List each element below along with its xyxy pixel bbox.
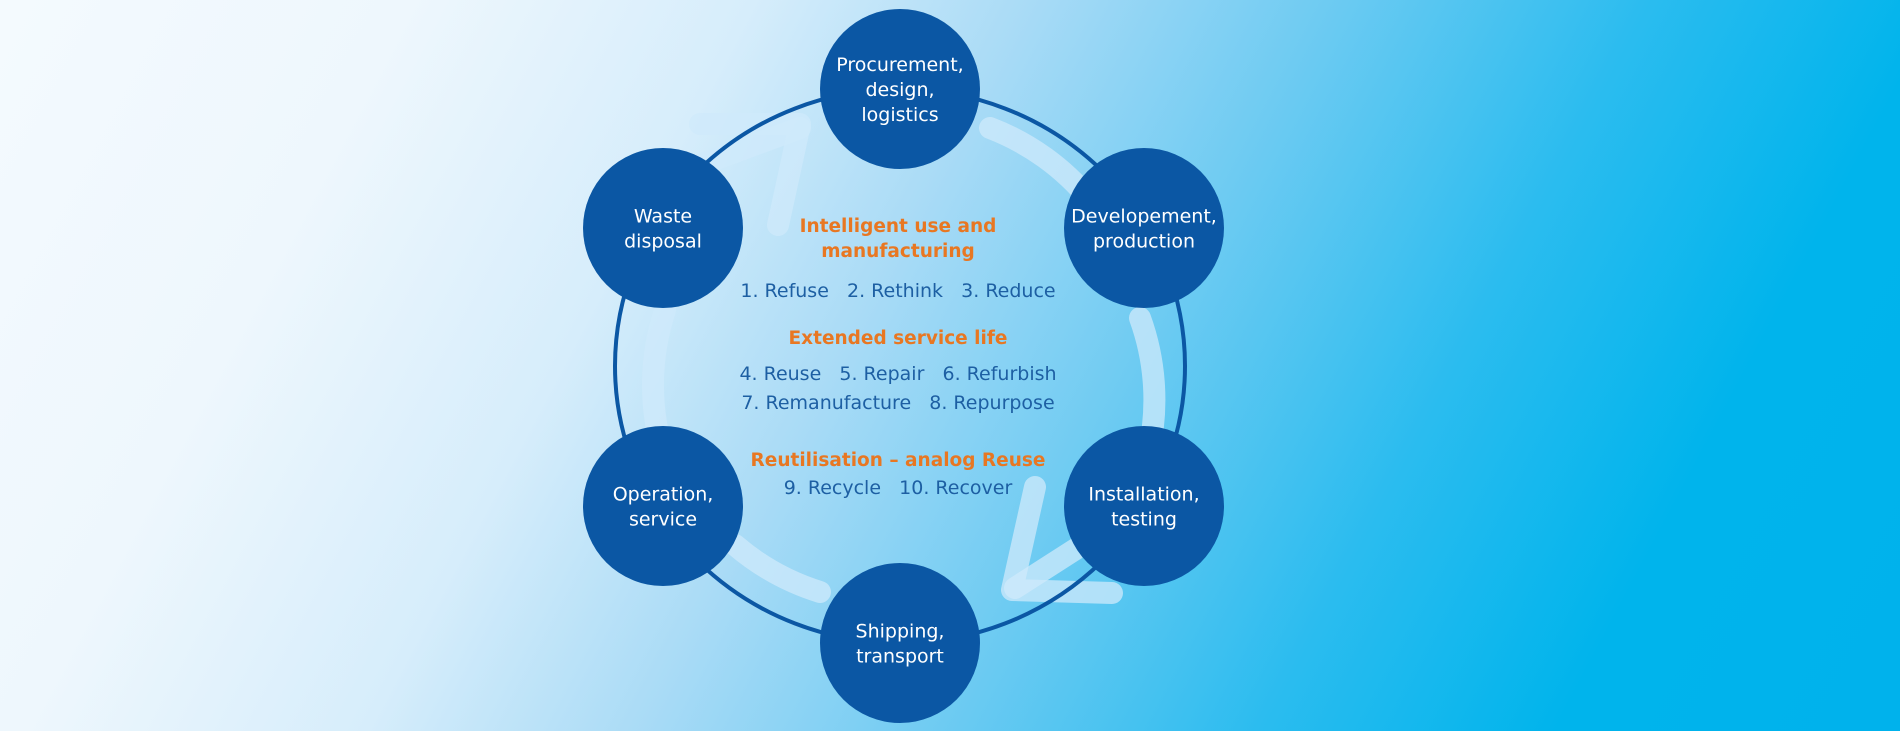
node-label: Developement,: [1071, 206, 1217, 228]
node-label: Waste: [634, 206, 692, 228]
cycle-node-installation: Installation, testing: [1064, 426, 1224, 586]
cycle-node-waste: Waste disposal: [583, 148, 743, 308]
section-items: 9. Recycle 10. Recover: [784, 477, 1013, 499]
node-label: disposal: [624, 231, 702, 253]
node-circle: [820, 9, 980, 169]
center-section-1: Intelligent use and manufacturing 1. Refus…: [740, 216, 1055, 302]
node-label: logistics: [861, 104, 938, 126]
arrow-head-upper-left-icon: [689, 113, 811, 236]
section-heading: Reutilisation – analog Reuse: [751, 450, 1046, 471]
center-text: Intelligent use and manufacturing 1. Refus…: [739, 216, 1056, 499]
center-section-2: Extended service life 4. Reuse 5. Repair …: [739, 328, 1056, 414]
node-label: testing: [1111, 509, 1177, 531]
center-section-3: Reutilisation – analog Reuse 9. Recycle 1…: [751, 450, 1046, 499]
node-circle: [1064, 426, 1224, 586]
arrow-head-lower-right-icon: [1004, 534, 1093, 599]
arrow-band-lower-left: [724, 534, 831, 603]
node-label: design,: [865, 79, 934, 101]
node-circle: [1064, 148, 1224, 308]
cycle-node-operation: Operation, service: [583, 426, 743, 586]
cycle-node-procurement: Procurement, design, logistics: [820, 9, 980, 169]
section-items: 1. Refuse 2. Rethink 3. Reduce: [740, 280, 1055, 302]
cycle-node-shipping: Shipping, transport: [820, 563, 980, 723]
section-heading: Intelligent use and: [800, 216, 997, 237]
node-label: Operation,: [613, 484, 714, 506]
section-heading: manufacturing: [821, 241, 975, 262]
section-heading: Extended service life: [789, 328, 1008, 349]
node-label: Procurement,: [836, 54, 963, 76]
cycle-nodes: Procurement, design, logisticsDevelopement…: [583, 9, 1224, 723]
node-label: transport: [856, 646, 944, 668]
node-circle: [583, 148, 743, 308]
node-circle: [583, 426, 743, 586]
node-label: Shipping,: [856, 621, 945, 643]
node-circle: [820, 563, 980, 723]
node-label: Installation,: [1088, 484, 1199, 506]
cycle-node-development: Developement, production: [1064, 148, 1224, 308]
node-label: service: [629, 509, 697, 531]
section-items: 7. Remanufacture 8. Repurpose: [741, 392, 1054, 414]
node-label: production: [1093, 231, 1195, 253]
section-items: 4. Reuse 5. Repair 6. Refurbish: [739, 363, 1056, 385]
